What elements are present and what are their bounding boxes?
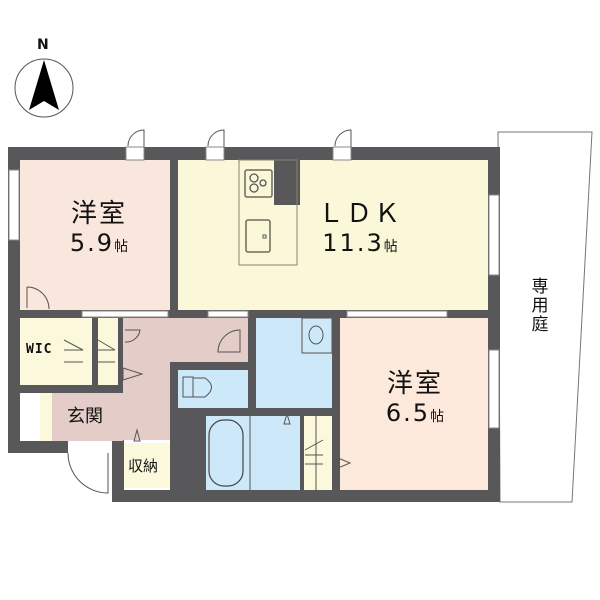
- door-swings: [26, 129, 352, 494]
- windows: [8, 146, 500, 429]
- storage-label: 収納: [128, 457, 159, 475]
- north-label: N: [37, 37, 49, 53]
- western-room-1-floor: [20, 160, 170, 310]
- shoe-cabinet: [40, 393, 52, 441]
- room-name: 洋室: [386, 369, 443, 399]
- closet-floor: [304, 416, 332, 490]
- north-arrow-icon: [14, 58, 74, 118]
- toilet-room-floor: [178, 370, 248, 408]
- wic-floor: [20, 318, 92, 385]
- sliding-door-marks: [122, 367, 352, 469]
- entrance-label: 玄関: [67, 406, 103, 427]
- washbasin-icon: [308, 325, 324, 345]
- room-size: 6.5帖: [385, 398, 445, 427]
- western-room-2-label: 洋室 6.5帖: [360, 369, 470, 427]
- bathroom-floor: [206, 416, 300, 490]
- ldk-floor: [178, 160, 488, 310]
- room-name: ＬＤＫ: [317, 199, 402, 229]
- western-room-2-floor: [340, 318, 488, 490]
- washroom-floor: [256, 318, 332, 408]
- toilet-icon: [192, 377, 212, 398]
- room-size: 11.3帖: [322, 228, 398, 257]
- ldk-label: ＬＤＫ 11.3帖: [305, 199, 415, 257]
- room-name: 洋室: [70, 199, 127, 229]
- sink-icon: [245, 219, 271, 253]
- kitchen-pillar: [274, 160, 300, 205]
- storage-floor: [124, 443, 170, 488]
- bathtub-icon: [208, 419, 244, 487]
- western-room-1-label: 洋室 5.9帖: [44, 199, 154, 257]
- stove-icon: [244, 169, 273, 198]
- kitchen-counter: [238, 159, 298, 266]
- room-size: 5.9帖: [69, 228, 129, 257]
- entrance-floor: [52, 393, 123, 441]
- private-garden-label: 専用庭: [527, 277, 548, 334]
- hallway-floor: [123, 318, 248, 440]
- wic-label: WIC: [26, 342, 53, 357]
